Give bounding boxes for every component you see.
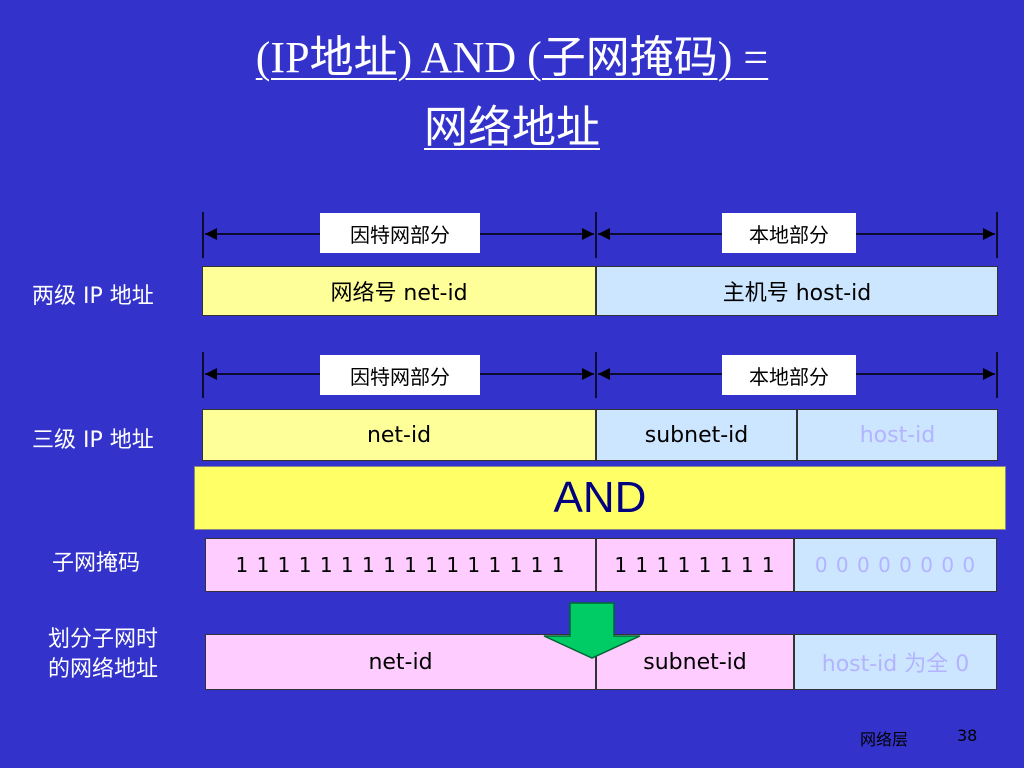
mask-label: 子网掩码 <box>52 551 141 576</box>
row1-local-part-tag: 本地部分 <box>722 213 856 253</box>
mask-net-ones-cell: 1 1 1 1 1 1 1 1 1 1 1 1 1 1 1 1 <box>205 538 596 592</box>
result-label: 划分子网时 的网络地址 <box>48 625 158 685</box>
row2-label: 三级 IP 地址 <box>32 428 154 453</box>
result-label-line-1: 划分子网时 <box>48 627 159 652</box>
row1-internet-part-tag: 因特网部分 <box>320 213 480 253</box>
title-line-1: (IP地址) AND (子网掩码) = <box>255 33 769 82</box>
result-label-line-2: 的网络地址 <box>48 657 159 682</box>
row2-subnet-id-cell: subnet-id <box>596 409 797 461</box>
row2-host-id-cell: host-id <box>797 409 998 461</box>
footer-section: 网络层 <box>860 730 909 749</box>
row2-local-part-tag: 本地部分 <box>722 355 856 395</box>
and-operator-band: AND <box>194 466 1006 530</box>
mask-host-zeros-cell: 0 0 0 0 0 0 0 0 <box>794 538 997 592</box>
footer-page-number: 38 <box>957 726 978 745</box>
row2-net-id-cell: net-id <box>202 409 596 461</box>
title-line-2: 网络地址 <box>424 103 600 152</box>
row1-host-id-cell: 主机号 host-id <box>596 266 998 316</box>
mask-subnet-ones-cell: 1 1 1 1 1 1 1 1 <box>596 538 794 592</box>
row1-label: 两级 IP 地址 <box>32 284 154 309</box>
result-net-id-cell: net-id <box>205 634 596 690</box>
row1-net-id-cell: 网络号 net-id <box>202 266 596 316</box>
result-host-zero-cell: host-id 为全 0 <box>794 634 997 690</box>
result-subnet-id-cell: subnet-id <box>596 634 794 690</box>
row2-internet-part-tag: 因特网部分 <box>320 355 480 395</box>
